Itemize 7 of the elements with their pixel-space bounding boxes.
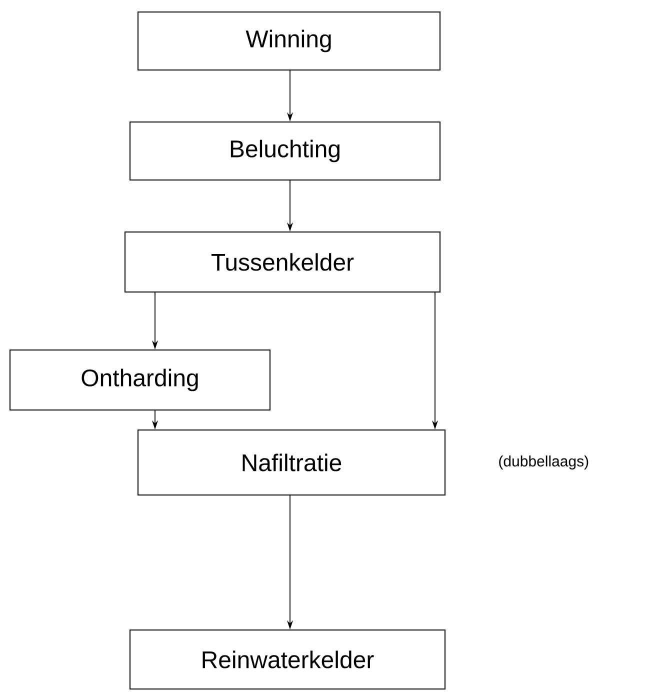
process-box: Tussenkelder	[124, 232, 440, 292]
note-text: (dubbellaags)	[499, 456, 588, 470]
process-box: Beluchting	[130, 122, 440, 180]
process-box: Nafiltratie	[138, 430, 446, 496]
process-box: Ontharding	[10, 350, 270, 410]
process-box: Winning	[138, 12, 440, 70]
process-box: Reinwaterkelder	[130, 630, 446, 690]
